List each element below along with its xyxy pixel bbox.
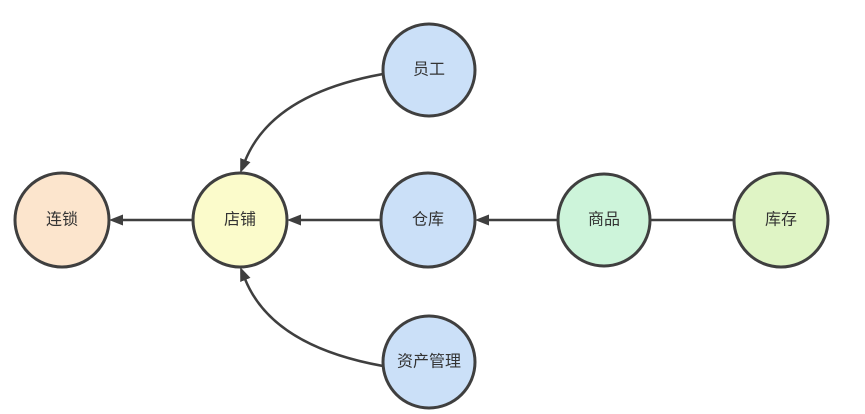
- node-circle-cangku[interactable]: [379, 171, 477, 269]
- node-cangku[interactable]: 仓库: [379, 171, 477, 269]
- node-dianpu[interactable]: 店铺: [191, 171, 289, 269]
- edge-yuangong-to-dianpu[interactable]: [240, 72, 384, 174]
- node-circle-yuangong[interactable]: [381, 22, 477, 118]
- node-yuangong[interactable]: 员工: [381, 22, 477, 118]
- node-liansuo[interactable]: 连锁: [13, 171, 111, 269]
- node-zichan[interactable]: 资产管理: [381, 314, 477, 410]
- node-circle-dianpu[interactable]: [191, 171, 289, 269]
- edge-zichan-to-dianpu[interactable]: [240, 266, 384, 368]
- node-circle-liansuo[interactable]: [13, 171, 111, 269]
- node-circle-zichan[interactable]: [381, 314, 477, 410]
- edges-layer: [109, 72, 734, 368]
- node-circle-kucun[interactable]: [732, 171, 830, 269]
- node-shangpin[interactable]: 商品: [556, 172, 652, 268]
- nodes-layer: 连锁店铺员工仓库商品库存资产管理: [13, 22, 830, 410]
- node-kucun[interactable]: 库存: [732, 171, 830, 269]
- node-circle-shangpin[interactable]: [556, 172, 652, 268]
